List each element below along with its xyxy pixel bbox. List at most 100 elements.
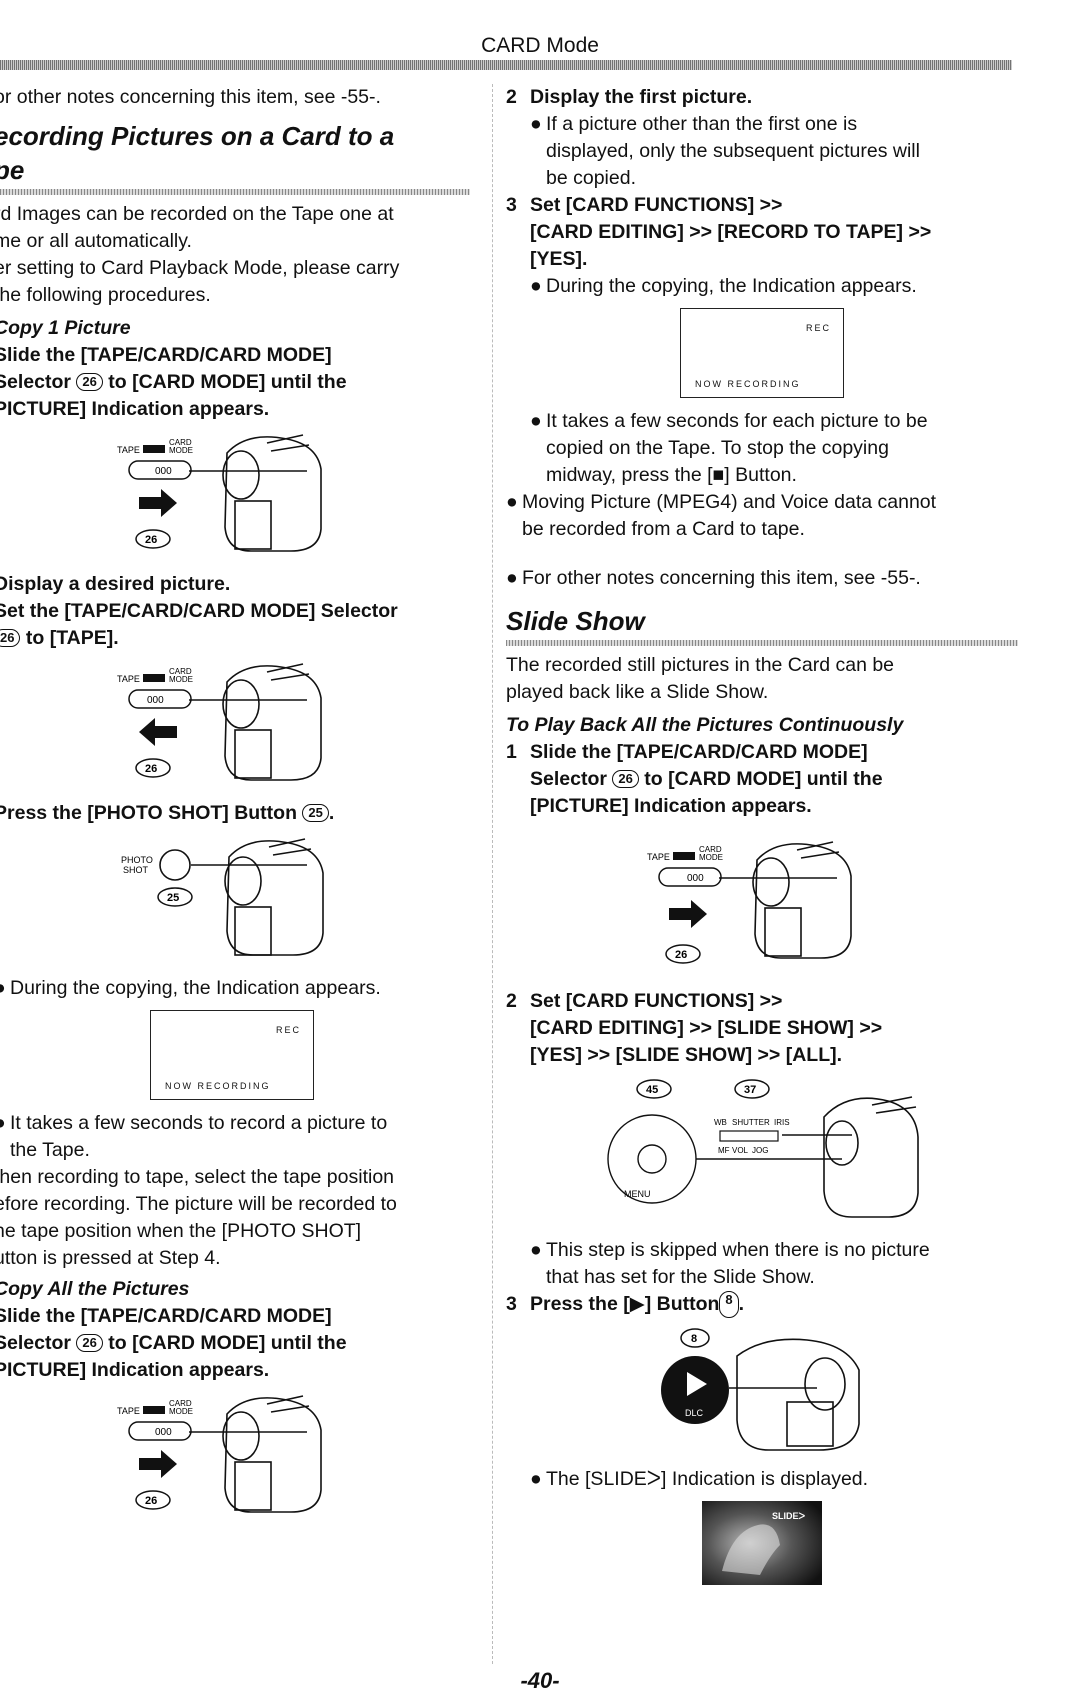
step-text: Selector — [0, 371, 77, 393]
counter-label: 000 — [147, 695, 164, 706]
section-heading-recording: ecording Pictures on a Card to a pe — [0, 119, 470, 187]
selector-switch — [128, 460, 192, 480]
selector-slider — [143, 674, 165, 682]
step-line: PICTURE] Indication appears. — [0, 1359, 270, 1381]
bullet-continuation: the Tape. — [10, 1139, 90, 1161]
bullet-dot: ● — [506, 491, 518, 513]
callout-circle — [135, 758, 171, 778]
camera-selector-illustration: TAPE CARD MODE 000 26 — [647, 841, 852, 964]
step-text: Selector — [0, 1332, 77, 1354]
photo-label: PHOTO — [121, 855, 153, 865]
bullet-text: During the copying, the Indication appea… — [10, 977, 381, 999]
step-text: Press the [PHOTO SHOT] Button — [0, 802, 303, 824]
mf-label: MF — [718, 1146, 730, 1155]
column-divider — [492, 84, 493, 1664]
step-number: 2 — [506, 990, 517, 1012]
callout-26: 26 — [145, 763, 157, 775]
step-text: to [CARD MODE] until the — [102, 1332, 347, 1354]
selector-to-tape-figure: TAPE CARD MODE 000 26 — [0, 660, 470, 790]
step-line: Slide the [TAPE/CARD/CARD MODE] — [0, 1305, 332, 1327]
step-line: Press the [PHOTO SHOT] Button 25. — [0, 800, 470, 827]
callout-circle — [636, 1079, 672, 1099]
dlc-label: DLC — [685, 1408, 704, 1418]
section-rule — [0, 189, 470, 195]
arrow-left-icon — [139, 718, 177, 746]
bullet-continuation: copied on the Tape. To stop the copying — [546, 437, 889, 459]
mode-label: MODE — [169, 675, 193, 684]
counter-label: 000 — [155, 466, 172, 477]
step-number: 2 — [506, 86, 517, 108]
intro-line: the following procedures. — [0, 284, 211, 306]
camera-selector-illustration: TAPE CARD MODE 000 26 — [117, 1395, 322, 1513]
bullet-dot: ● — [530, 1468, 542, 1490]
step-2: 2 Display the first picture. — [506, 84, 1018, 111]
bullet-item: ●If a picture other than the first one i… — [506, 111, 1018, 138]
shutter-label: SHUTTER — [732, 1118, 770, 1127]
intro-line: er setting to Card Playback Mode, please… — [0, 257, 400, 279]
camera-selector-illustration: TAPE CARD MODE 000 26 — [117, 663, 322, 781]
rec-indicator: REC — [805, 323, 831, 333]
callout-circle — [157, 887, 193, 907]
section-title-line-1: ecording Pictures on a Card to a — [0, 121, 395, 151]
callout-circle — [680, 1328, 710, 1348]
selector-slider — [143, 1406, 165, 1414]
selector-to-card-figure-2: TAPE CARD MODE 000 26 — [0, 1392, 470, 1522]
step-line: 26 to [TAPE]. — [0, 625, 470, 652]
counter-label: 000 — [687, 873, 704, 884]
step-text: Press the [▶] Button — [530, 1293, 720, 1315]
step-line: [CARD EDITING] >> [SLIDE SHOW] >> — [530, 1017, 883, 1039]
camcorder-icon — [224, 838, 324, 956]
step-line: [PICTURE] Indication appears. — [530, 795, 812, 817]
subheading-copy-all: Copy All the Pictures — [0, 1278, 190, 1300]
bullet-text: If a picture other than the first one is — [546, 113, 858, 135]
intro-line: rd Images can be recorded on the Tape on… — [0, 203, 394, 225]
note-line: /hen recording to tape, select the tape … — [0, 1166, 395, 1188]
camcorder-icon — [222, 663, 322, 781]
bullet-text: Moving Picture (MPEG4) and Voice data ca… — [522, 491, 937, 513]
camera-selector-illustration: TAPE CARD MODE 000 26 — [117, 434, 322, 552]
step-line: Display a desired picture. — [0, 573, 231, 595]
menu-dial-illustration: 45 37 MENU WB SHUTTER IRIS MF VOL JOG — [607, 1079, 919, 1218]
bullet-dot: ● — [530, 275, 542, 297]
callout-8: 8 — [691, 1333, 697, 1345]
callout-26: 26 — [612, 770, 639, 788]
menu-dial-figure: 45 37 MENU WB SHUTTER IRIS MF VOL JOG — [506, 1077, 1018, 1227]
step-line: Selector 26 to [CARD MODE] until the — [0, 1330, 470, 1357]
note-line: he tape position when the [PHOTO SHOT] — [0, 1220, 362, 1242]
tape-label: TAPE — [117, 674, 140, 684]
slide-screen-thumbnail: SLIDEᐳ — [702, 1501, 822, 1585]
selector-to-card-figure: TAPE CARD MODE 000 26 — [0, 431, 470, 561]
section-title-line-2: pe — [0, 155, 25, 185]
bullet-text: The [SLIDEᐳ] Indication is displayed. — [546, 1468, 869, 1490]
card-label: CARD — [169, 667, 192, 676]
step-line: Set the [TAPE/CARD/CARD MODE] Selector — [0, 600, 398, 622]
camcorder-icon — [222, 434, 322, 552]
bullet-text: It takes a few seconds to record a pictu… — [10, 1112, 388, 1134]
header-rule — [0, 60, 1012, 70]
photo-shot-button-icon — [159, 849, 191, 881]
callout-25: 25 — [167, 892, 179, 904]
step-text: . — [738, 1293, 745, 1315]
callout-25: 25 — [302, 804, 329, 822]
bullet-text: It takes a few seconds for each picture … — [546, 410, 928, 432]
photo-shot-illustration: PHOTO SHOT 25 — [121, 838, 324, 956]
bullet-item: ●It takes a few seconds for each picture… — [506, 408, 1018, 435]
recording-lcd-figure: REC NOW RECORDING — [506, 308, 1018, 398]
vol-label: VOL — [732, 1146, 749, 1155]
photo-shot-figure: PHOTO SHOT 25 — [0, 835, 470, 965]
lcd-screen: REC NOW RECORDING — [680, 308, 844, 398]
bullet-item: ●During the copying, the Indication appe… — [0, 975, 470, 1002]
setting-scale — [719, 1130, 779, 1142]
step-text: Set [CARD FUNCTIONS] >> — [530, 194, 783, 216]
bullet-item: ●This step is skipped when there is no p… — [506, 1237, 1018, 1264]
intro-line: The recorded still pictures in the Card … — [506, 654, 895, 676]
selector-switch — [128, 689, 192, 709]
bullet-dot: ● — [0, 1110, 10, 1137]
step-text: Display the first picture. — [530, 86, 753, 108]
mode-label: MODE — [699, 853, 723, 862]
step-text: . — [328, 802, 335, 824]
note-reference: or other notes concerning this item, see… — [0, 86, 381, 108]
